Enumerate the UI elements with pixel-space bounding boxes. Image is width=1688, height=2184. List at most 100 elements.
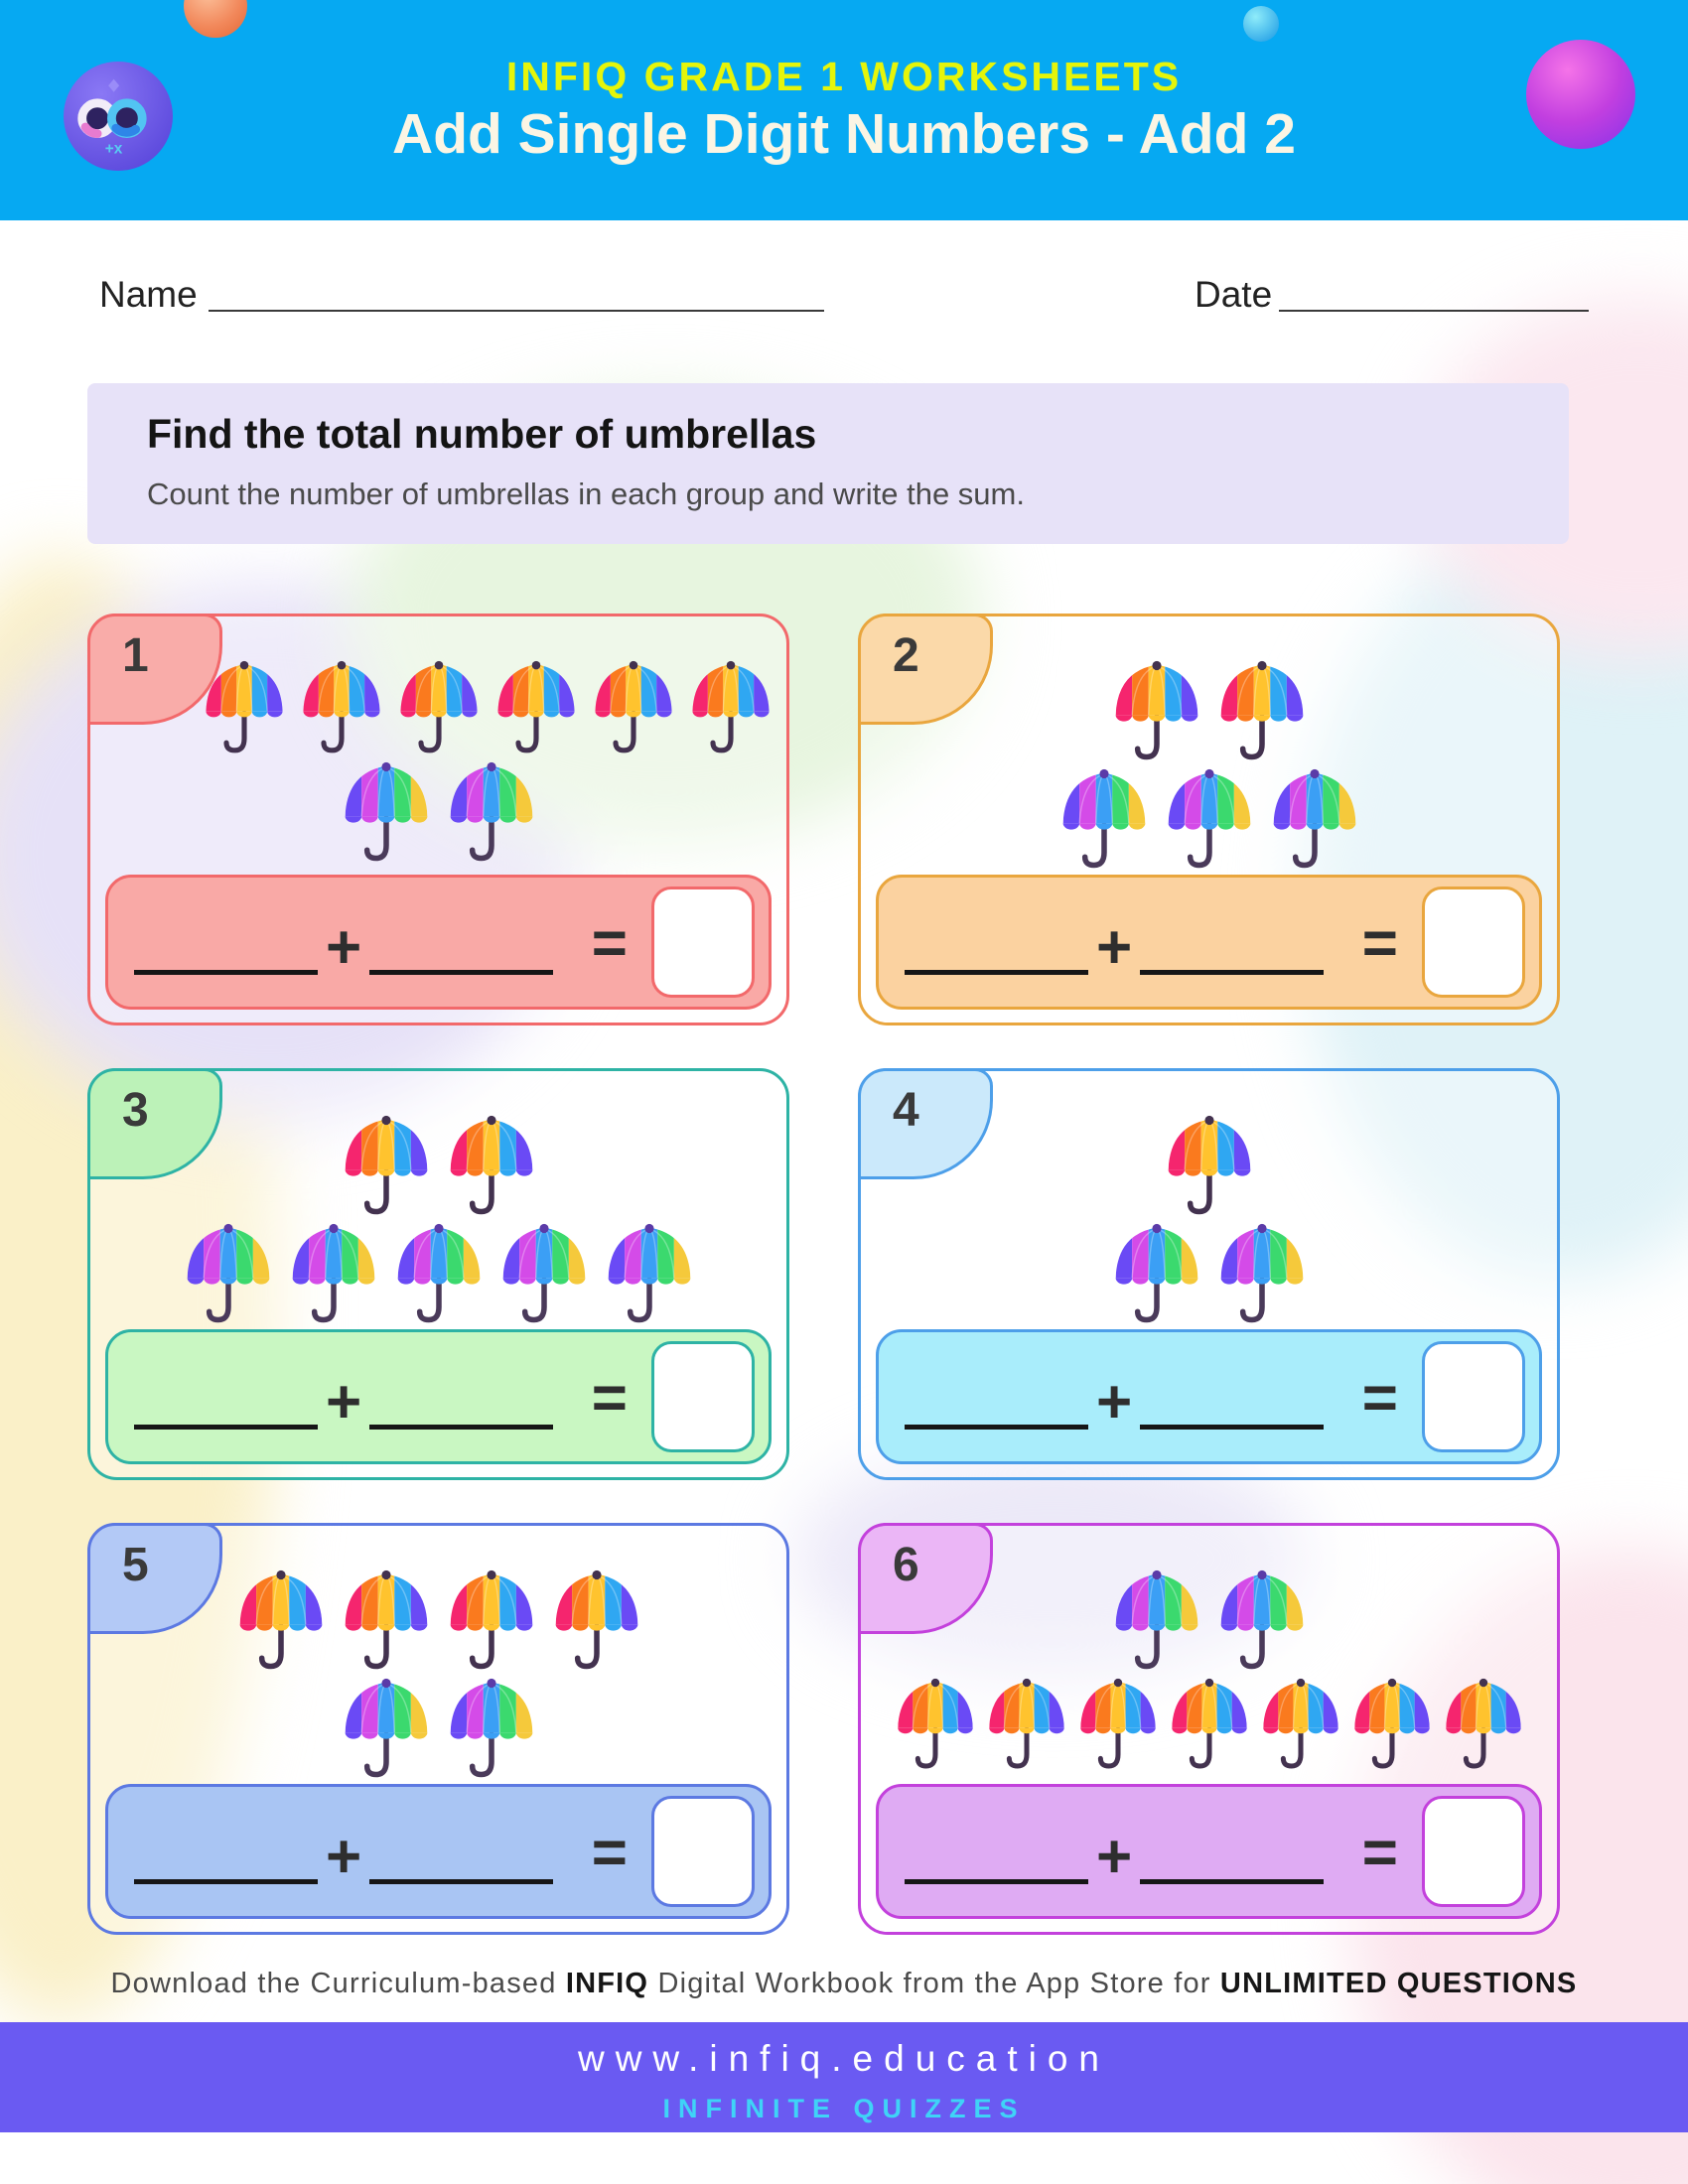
umbrella-group-1 — [90, 1115, 786, 1217]
brand-title: INFIQ GRADE 1 WORKSHEETS — [505, 54, 1183, 99]
purple-sphere — [1526, 40, 1635, 149]
umbrella-icon — [1445, 1678, 1521, 1769]
card-number: 4 — [893, 1084, 919, 1137]
name-label: Name — [99, 274, 198, 315]
answer-box[interactable] — [1422, 887, 1525, 998]
answer-box[interactable] — [1422, 1341, 1525, 1452]
umbrella-icon — [345, 1570, 427, 1670]
date-label: Date — [1195, 274, 1273, 315]
umbrella-icon — [1115, 1223, 1197, 1323]
plus-sign: + — [1096, 1823, 1133, 1891]
addend-blank-1[interactable] — [134, 1424, 318, 1430]
date-line[interactable] — [1279, 310, 1589, 312]
umbrella-group-1 — [861, 660, 1557, 762]
answer-box[interactable] — [651, 887, 755, 998]
answer-box[interactable] — [651, 1796, 755, 1907]
umbrella-icon — [1273, 768, 1355, 869]
plus-sign: + — [326, 913, 362, 982]
addend-blank-1[interactable] — [134, 1878, 318, 1884]
umbrella-icon — [897, 1678, 973, 1769]
blue-sphere — [1243, 6, 1279, 42]
page-title: Add Single Digit Numbers - Add 2 — [392, 102, 1296, 166]
svg-text:+x: +x — [105, 140, 123, 157]
addend-blank-2[interactable] — [369, 969, 554, 975]
addend-blank-1[interactable] — [134, 969, 318, 975]
umbrella-group-2 — [90, 1223, 786, 1325]
plus-sign: + — [326, 1823, 362, 1891]
umbrella-icon — [497, 660, 575, 753]
name-line[interactable] — [209, 310, 824, 312]
promo-bold-text: INFIQ — [565, 1968, 649, 1999]
website-link[interactable]: www.infiq.education — [577, 2038, 1111, 2079]
umbrella-icon — [1079, 1678, 1156, 1769]
addend-blank-1[interactable] — [905, 1424, 1088, 1430]
card-number: 2 — [893, 629, 919, 682]
promo-text: Digital Workbook from the App Store for — [648, 1968, 1220, 1999]
umbrella-area — [90, 1526, 786, 1780]
equation-bar: += — [876, 1329, 1542, 1464]
infiq-logo-icon: +x — [64, 62, 173, 171]
umbrella-icon — [345, 761, 427, 862]
promo-bold-text: UNLIMITED QUESTIONS — [1219, 1968, 1578, 1999]
umbrella-icon — [1262, 1678, 1338, 1769]
footer-tagline: INFINITE QUIZZES — [662, 2094, 1026, 2123]
umbrella-icon — [450, 761, 532, 862]
umbrella-area — [90, 616, 786, 864]
equals-sign: = — [591, 1364, 628, 1433]
addend-blank-2[interactable] — [369, 1424, 554, 1430]
app-store-promo: Download the Curriculum-based INFIQ Digi… — [0, 1968, 1688, 2000]
plus-sign: + — [1096, 1368, 1133, 1436]
addend-blank-2[interactable] — [1140, 1424, 1325, 1430]
umbrella-icon — [1220, 1223, 1303, 1323]
equals-sign: = — [591, 909, 628, 978]
problems-grid: 1+=2+=3+=4+=5+=6+= — [87, 614, 1560, 1935]
addend-blank-2[interactable] — [369, 1878, 554, 1884]
umbrella-icon — [502, 1223, 585, 1323]
umbrella-group-2 — [861, 768, 1557, 871]
umbrella-group-2 — [90, 1678, 786, 1780]
umbrella-icon — [1115, 1570, 1197, 1670]
umbrella-icon — [555, 1570, 637, 1670]
instruction-subtitle: Count the number of umbrellas in each gr… — [147, 477, 1025, 511]
umbrella-area — [861, 616, 1557, 871]
umbrella-icon — [400, 660, 478, 753]
problem-card-1: 1+= — [87, 614, 789, 1025]
equals-sign: = — [1361, 909, 1398, 978]
umbrella-icon — [692, 660, 770, 753]
umbrella-icon — [450, 1678, 532, 1778]
instruction-title: Find the total number of umbrellas — [147, 411, 817, 457]
umbrella-icon — [303, 660, 380, 753]
umbrella-area — [861, 1071, 1557, 1325]
promo-text: Download the Curriculum-based — [110, 1968, 566, 1999]
problem-card-3: 3+= — [87, 1068, 789, 1480]
umbrella-group-1 — [861, 1570, 1557, 1672]
umbrella-icon — [1062, 768, 1145, 869]
umbrella-group-1 — [861, 1115, 1557, 1217]
umbrella-area — [861, 1526, 1557, 1771]
umbrella-icon — [1220, 660, 1303, 760]
problem-card-5: 5+= — [87, 1523, 789, 1935]
card-number: 6 — [893, 1539, 919, 1591]
card-number: 3 — [122, 1084, 149, 1137]
equation-bar: += — [876, 875, 1542, 1010]
umbrella-icon — [397, 1223, 480, 1323]
umbrella-group-2 — [861, 1223, 1557, 1325]
umbrella-icon — [345, 1678, 427, 1778]
addend-blank-2[interactable] — [1140, 969, 1325, 975]
equation-bar: += — [105, 875, 772, 1010]
umbrella-icon — [1115, 660, 1197, 760]
header-banner: INFIQ GRADE 1 WORKSHEETS Add Single Digi… — [0, 0, 1688, 220]
umbrella-icon — [988, 1678, 1064, 1769]
answer-box[interactable] — [1422, 1796, 1525, 1907]
equals-sign: = — [1361, 1819, 1398, 1887]
umbrella-icon — [1168, 768, 1250, 869]
umbrella-area — [90, 1071, 786, 1325]
addend-blank-1[interactable] — [905, 1878, 1088, 1884]
umbrella-icon — [345, 1115, 427, 1215]
answer-box[interactable] — [651, 1341, 755, 1452]
addend-blank-1[interactable] — [905, 969, 1088, 975]
addend-blank-2[interactable] — [1140, 1878, 1325, 1884]
umbrella-icon — [187, 1223, 269, 1323]
card-number: 1 — [122, 629, 149, 682]
